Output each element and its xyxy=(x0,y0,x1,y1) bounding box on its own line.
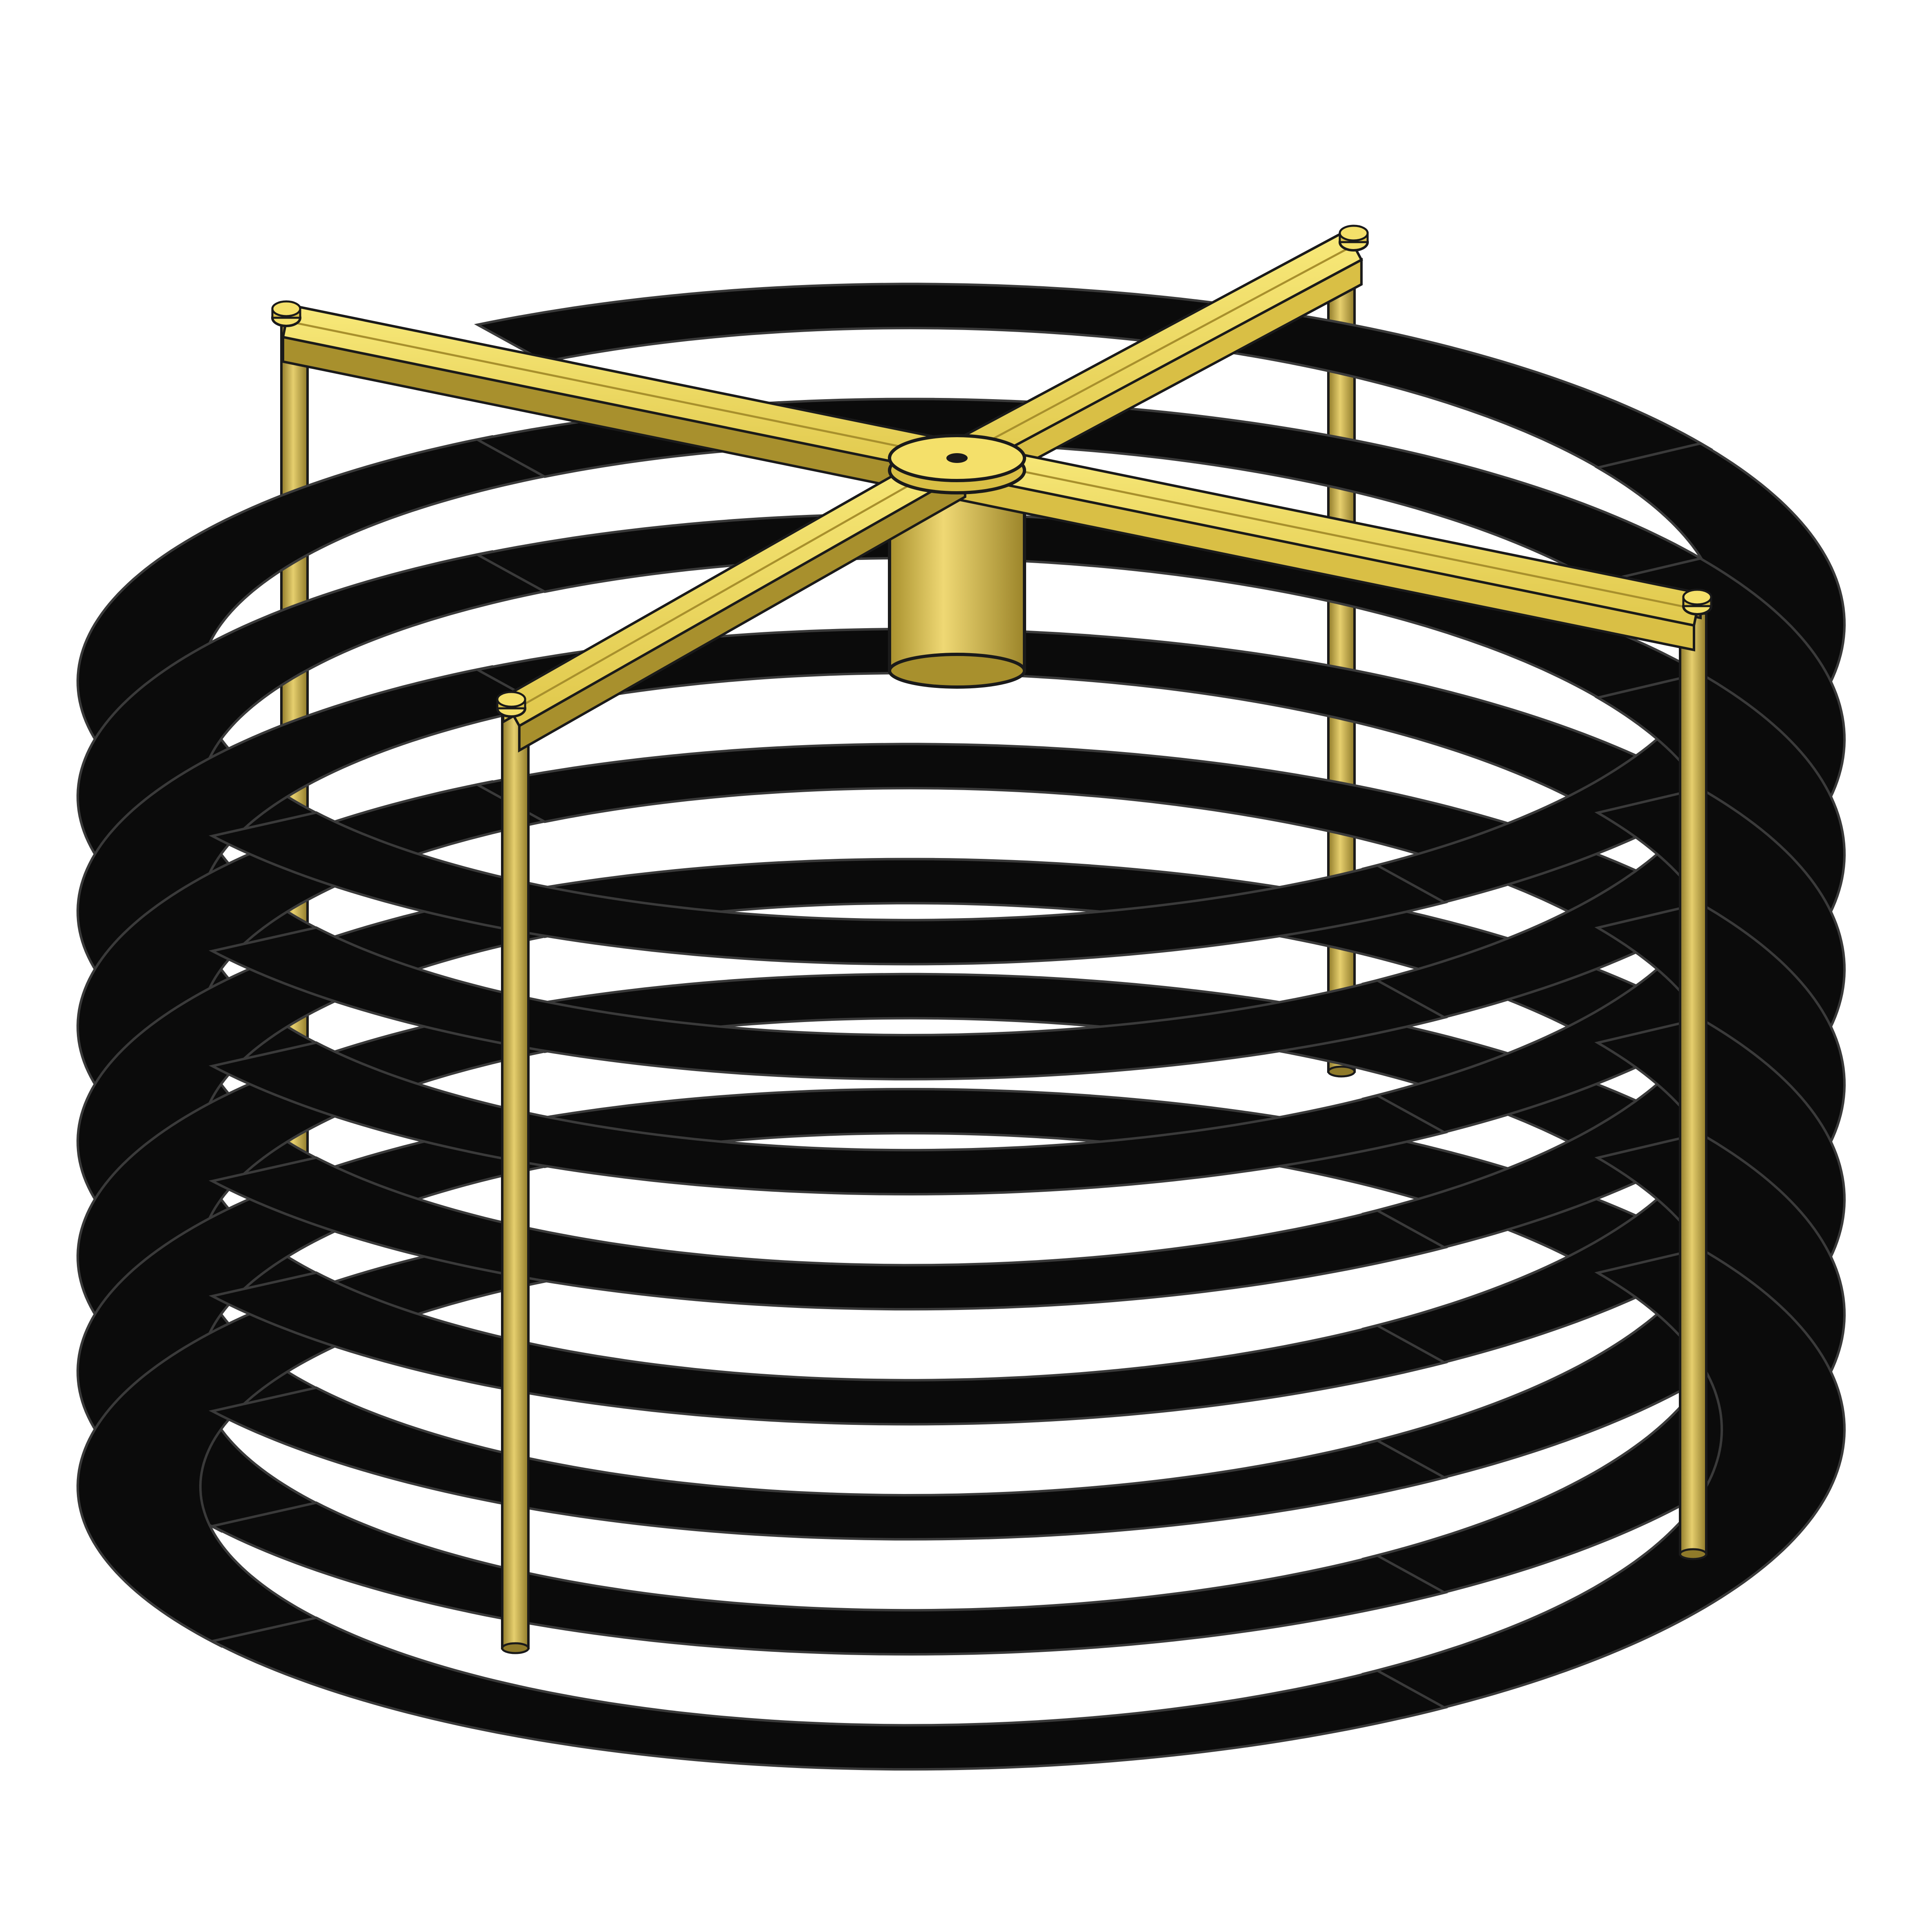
arm-front-groove xyxy=(510,457,958,713)
cross-arm-left xyxy=(271,300,962,500)
arm-left-screw-top xyxy=(271,300,301,317)
arm-right-groove xyxy=(957,457,1698,611)
support-rod-front xyxy=(501,702,530,1654)
cross-support xyxy=(271,225,1712,753)
rod-back-right-foot xyxy=(1327,1065,1356,1078)
rod-right-foot xyxy=(1679,1548,1707,1560)
arm-left-groove xyxy=(286,320,957,459)
hub-center-hole xyxy=(946,453,968,463)
center-post-base xyxy=(888,653,1026,689)
front-support-rods xyxy=(501,612,1707,1654)
rod-front-foot xyxy=(501,1642,530,1654)
cross-arm-right xyxy=(952,440,1712,651)
arm-back-right-groove xyxy=(956,244,1355,459)
spiral-turn-front-7-2 xyxy=(209,1616,1448,1771)
arm-front-screw-top xyxy=(496,691,526,708)
rod-right-shaft xyxy=(1679,612,1707,1555)
support-rod-right xyxy=(1679,612,1707,1560)
arm-right-screw-top xyxy=(1682,589,1712,606)
rod-front-shaft xyxy=(501,702,530,1649)
arm-back-right-screw-top xyxy=(1339,225,1369,242)
cross-arm-back-right xyxy=(948,225,1369,499)
